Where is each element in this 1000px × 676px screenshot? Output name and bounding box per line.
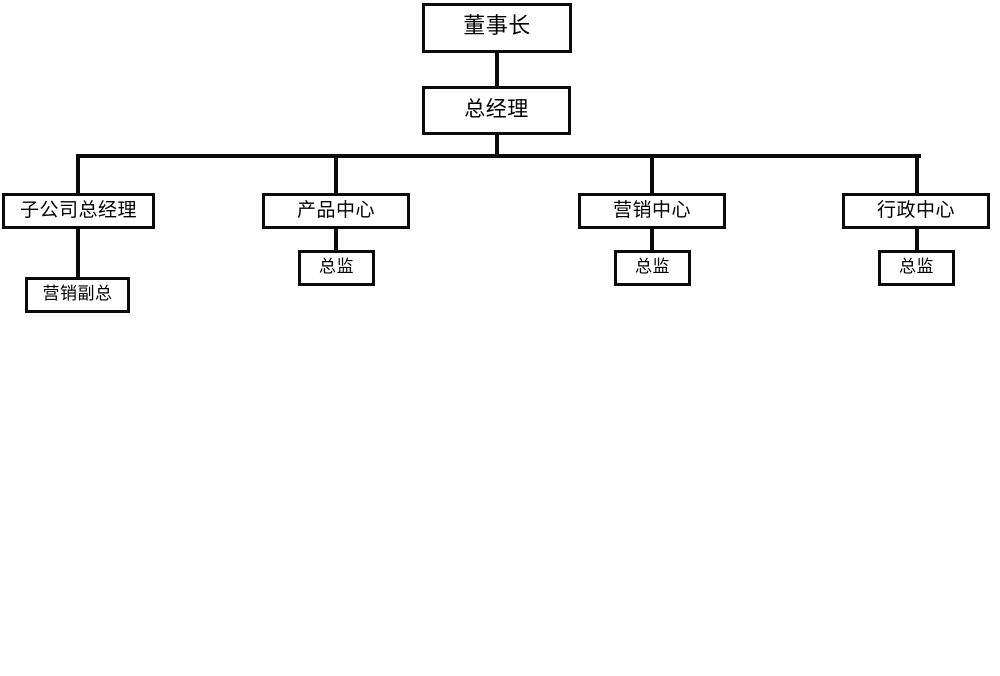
org-node-product-director[interactable]: 总监 xyxy=(298,250,375,286)
connector-marketing-center-to-director xyxy=(650,227,654,252)
org-node-admin-center-label: 行政中心 xyxy=(876,198,955,221)
org-node-admin-center[interactable]: 行政中心 xyxy=(842,193,990,229)
connector-bus-to-subsidiary-gm xyxy=(76,154,80,194)
org-node-marketing-director[interactable]: 总监 xyxy=(614,250,691,286)
connector-chairman-to-gm xyxy=(495,50,499,88)
org-node-subsidiary-gm[interactable]: 子公司总经理 xyxy=(2,193,155,229)
connector-bus-to-admin-center xyxy=(915,154,919,194)
org-node-marketing-center-label: 营销中心 xyxy=(612,198,691,221)
org-node-chairman-label: 董事长 xyxy=(463,14,531,39)
connector-subsidiary-gm-to-marketing-vp xyxy=(76,227,80,279)
org-node-chairman[interactable]: 董事长 xyxy=(422,3,572,53)
connector-gm-to-bus xyxy=(495,132,499,157)
connector-product-center-to-director xyxy=(334,227,338,252)
org-node-marketing-center[interactable]: 营销中心 xyxy=(578,193,726,229)
connector-horizontal-bus xyxy=(76,154,921,158)
connector-bus-to-marketing-center xyxy=(650,154,654,194)
org-node-general-manager-label: 总经理 xyxy=(464,97,529,121)
connector-admin-center-to-director xyxy=(915,227,919,252)
org-node-marketing-vp[interactable]: 营销副总 xyxy=(25,277,130,313)
org-node-general-manager[interactable]: 总经理 xyxy=(422,86,571,135)
org-node-subsidiary-gm-label: 子公司总经理 xyxy=(19,198,137,221)
org-node-marketing-vp-label: 营销副总 xyxy=(42,283,113,304)
org-node-marketing-director-label: 总监 xyxy=(635,256,670,277)
org-node-admin-director-label: 总监 xyxy=(899,256,934,277)
org-node-product-center[interactable]: 产品中心 xyxy=(262,193,410,229)
org-node-product-director-label: 总监 xyxy=(319,256,354,277)
connector-bus-to-product-center xyxy=(334,154,338,194)
org-node-product-center-label: 产品中心 xyxy=(296,198,375,221)
org-node-admin-director[interactable]: 总监 xyxy=(878,250,955,286)
